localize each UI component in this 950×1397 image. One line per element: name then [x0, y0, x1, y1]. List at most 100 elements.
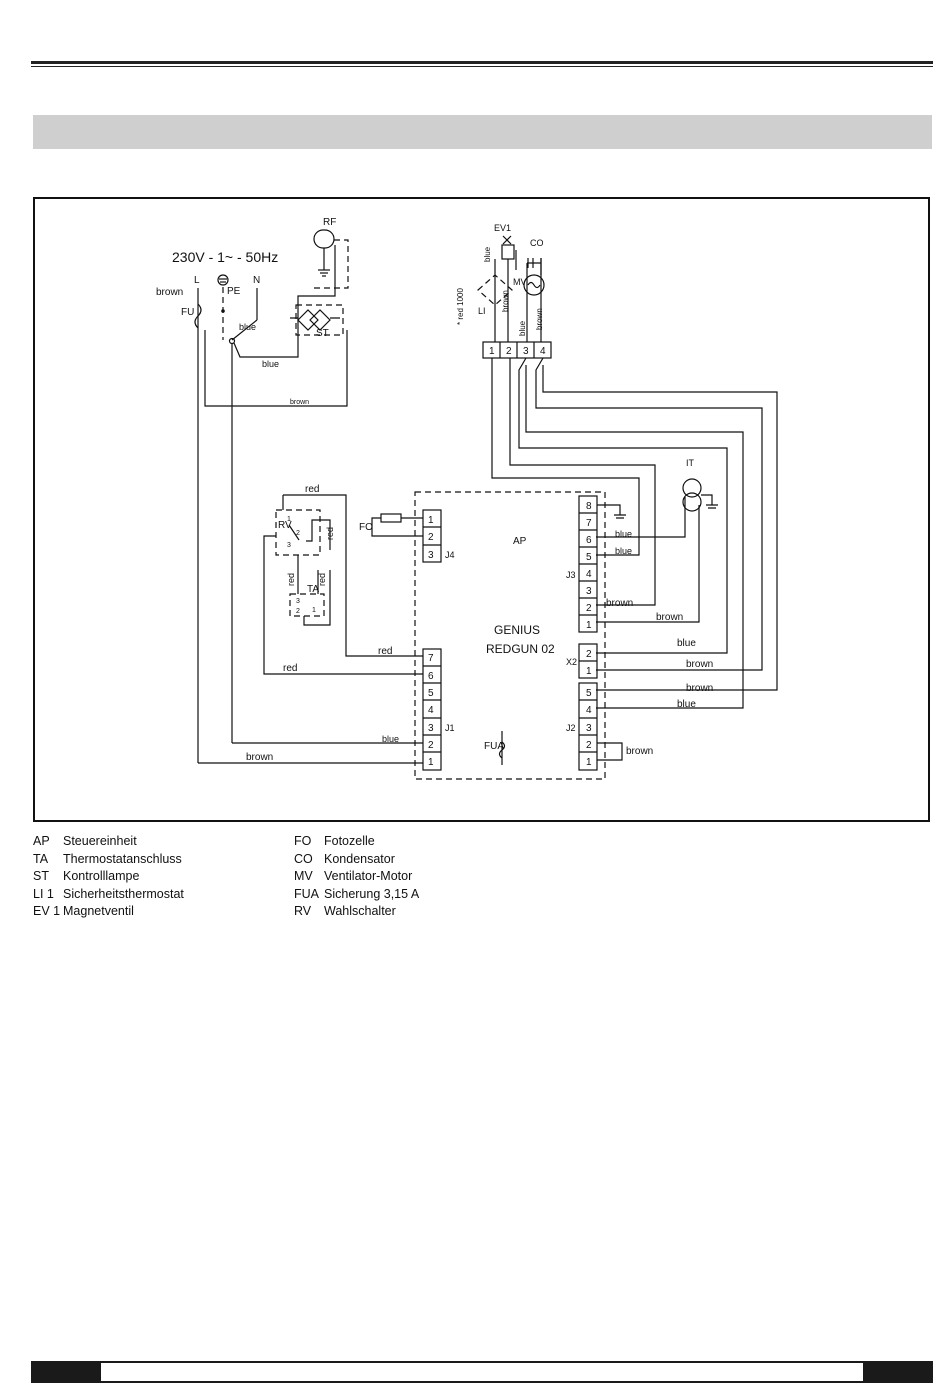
svg-text:8: 8 [586, 501, 592, 512]
supply-FU-label: FU [181, 307, 194, 318]
wire-label-blue-st: blue [262, 359, 279, 369]
connector-j3: 8 7 6 5 4 3 2 1 [578, 495, 598, 633]
footer-bar [31, 1361, 933, 1383]
supply-N-label: N [253, 275, 260, 286]
svg-text:3: 3 [296, 598, 300, 605]
svg-text:1: 1 [586, 757, 592, 768]
wire-label-red-ta-2: red [317, 573, 327, 586]
svg-text:1: 1 [428, 757, 434, 768]
wire-label-brown-it: brown [656, 612, 683, 623]
wire-label-red-j1-7: red [378, 646, 392, 657]
svg-text:1: 1 [287, 516, 291, 523]
svg-text:3: 3 [428, 550, 434, 561]
wire-label-brown-j2: brown [626, 746, 653, 757]
ev1-solenoid-valve-icon [501, 235, 515, 260]
wire-label-blue-ev1: blue [483, 246, 492, 262]
svg-text:2: 2 [296, 530, 300, 537]
svg-text:2: 2 [296, 608, 300, 615]
li-note-label: * red 1000 [456, 288, 465, 325]
st-control-lamp-icon [290, 304, 344, 336]
wire-label-brown-j1-1: brown [246, 752, 273, 763]
svg-text:2: 2 [428, 740, 434, 751]
pe-ground-icon [217, 274, 229, 286]
wire-label-blue-j1-2: blue [382, 734, 399, 744]
supply-voltage-label: 230V - 1~ - 50Hz [172, 249, 278, 265]
rv-label: RV [278, 520, 292, 531]
rf-label: RF [323, 217, 336, 228]
svg-text:2: 2 [586, 649, 592, 660]
wire-label-brown-ev1: brown [501, 290, 510, 312]
terminal-2: 2 [506, 346, 512, 357]
ev1-label: EV1 [494, 223, 511, 233]
rf-flame-sensor-icon [310, 229, 349, 289]
svg-text:2: 2 [586, 740, 592, 751]
ap-label: AP [513, 536, 527, 547]
wire-label-brown-j2-5: brown [686, 683, 713, 694]
supply-L-label: L [194, 275, 200, 286]
connector-x2: 2 1 [578, 643, 598, 679]
wire-label-blue-j2-4: blue [677, 699, 696, 710]
svg-text:1: 1 [312, 607, 316, 614]
svg-text:7: 7 [428, 653, 434, 664]
svg-text:4: 4 [586, 569, 592, 580]
connector-j2: 5 4 3 2 1 [578, 682, 598, 771]
svg-text:6: 6 [428, 671, 434, 682]
j3-label: J3 [566, 570, 576, 580]
co-label: CO [530, 238, 544, 248]
connector-j1: 7 6 5 4 3 2 1 [422, 648, 442, 771]
wire-label-brown-j3-2: brown [606, 598, 633, 609]
svg-text:1: 1 [428, 515, 434, 526]
fua-fuse-icon [498, 731, 506, 765]
wiring-diagram: 230V - 1~ - 50Hz L N PE FU brown blue bl… [156, 217, 778, 780]
svg-text:2: 2 [428, 532, 434, 543]
svg-text:5: 5 [586, 552, 592, 563]
fo-photocell-icon [371, 513, 423, 537]
svg-text:3: 3 [586, 723, 592, 734]
svg-text:2: 2 [586, 603, 592, 614]
svg-text:7: 7 [586, 518, 592, 529]
fua-label: FUA [484, 741, 504, 752]
wire-label-red-ta-1: red [286, 573, 296, 586]
svg-text:5: 5 [428, 688, 434, 699]
j2-label: J2 [566, 723, 576, 733]
mv-label: MV [513, 277, 527, 287]
svg-text:4: 4 [586, 705, 592, 716]
board-line2: REDGUN 02 [486, 642, 555, 656]
wire-label-blue-x2: blue [677, 638, 696, 649]
connector-j4: 1 2 3 [422, 509, 442, 563]
header-rule-thick [31, 61, 933, 64]
section-band [33, 115, 932, 149]
it-ignition-transformer-icon [682, 478, 718, 512]
wire-label-red-rv: red [325, 527, 335, 540]
wire-label-brown-loop: brown [290, 399, 309, 406]
ta-label: TA [307, 584, 319, 595]
svg-text:4: 4 [428, 705, 434, 716]
wire-label-brown-mv: brown [535, 308, 544, 330]
wire-label-blue-n: blue [239, 322, 256, 332]
li-label: LI [478, 306, 486, 316]
terminal-strip: 1 2 3 4 [482, 341, 552, 359]
svg-text:3: 3 [428, 723, 434, 734]
terminal-3: 3 [523, 346, 529, 357]
j1-label: J1 [445, 723, 455, 733]
board-line1: GENIUS [494, 623, 540, 637]
svg-text:3: 3 [287, 542, 291, 549]
j4-label: J4 [445, 550, 455, 560]
terminal-4: 4 [540, 346, 546, 357]
svg-text:3: 3 [586, 586, 592, 597]
wire-label-blue-j3-6: blue [615, 529, 632, 539]
it-label: IT [686, 458, 695, 468]
control-board-outline [414, 491, 606, 780]
fo-label: FO [359, 522, 373, 533]
mv-fan-motor-icon [523, 274, 545, 296]
svg-text:5: 5 [586, 688, 592, 699]
